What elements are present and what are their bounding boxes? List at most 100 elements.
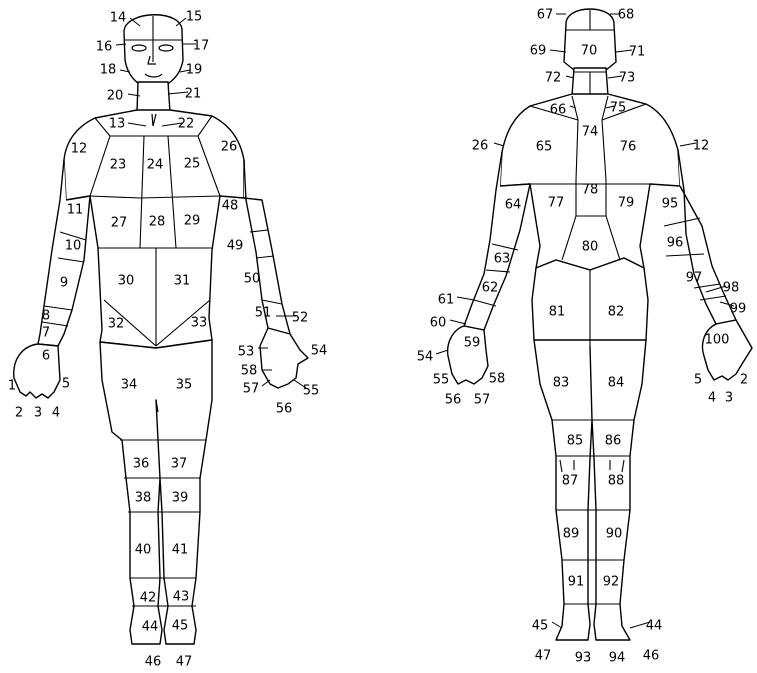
back-region-label-44: 44 (646, 619, 663, 634)
back-figure (436, 9, 752, 640)
back-region-label-81: 81 (549, 305, 566, 320)
front-region-label-39: 39 (172, 491, 189, 506)
front-left-hand (260, 328, 308, 388)
back-region-label-55: 55 (433, 373, 450, 388)
front-region-label-48: 48 (222, 199, 239, 214)
front-region-label-58: 58 (241, 364, 258, 379)
front-region-label-51: 51 (255, 306, 272, 321)
back-region-label-64: 64 (505, 198, 522, 213)
back-region-label-99: 99 (730, 302, 747, 317)
front-region-label-43: 43 (173, 590, 190, 605)
back-region-label-46: 46 (643, 649, 660, 664)
front-region-label-52: 52 (292, 311, 309, 326)
front-region-label-17: 17 (193, 39, 210, 54)
back-region-label-83: 83 (553, 376, 570, 391)
front-region-label-4: 4 (52, 406, 60, 421)
back-right-arm (678, 150, 736, 324)
front-region-label-6: 6 (42, 349, 50, 364)
back-region-label-85: 85 (567, 434, 584, 449)
front-region-label-30: 30 (118, 274, 135, 289)
back-region-label-63: 63 (494, 252, 511, 267)
back-region-label-69: 69 (530, 44, 547, 59)
front-region-label-33: 33 (191, 316, 208, 331)
front-region-label-3: 3 (34, 406, 42, 421)
back-region-label-59: 59 (464, 336, 481, 351)
back-region-label-75: 75 (610, 101, 627, 116)
back-region-label-94: 94 (609, 651, 626, 666)
back-region-label-90: 90 (606, 527, 623, 542)
front-region-label-37: 37 (171, 457, 188, 472)
back-region-label-100: 100 (705, 333, 730, 348)
back-region-label-92: 92 (603, 575, 620, 590)
back-region-label-78: 78 (582, 183, 599, 198)
front-region-label-35: 35 (176, 378, 193, 393)
back-region-label-97: 97 (686, 271, 703, 286)
front-neck (137, 82, 170, 112)
back-region-label-89: 89 (563, 527, 580, 542)
front-region-label-16: 16 (96, 40, 113, 55)
back-region-label-66: 66 (550, 103, 567, 118)
back-region-label-70: 70 (581, 44, 598, 59)
front-region-label-21: 21 (185, 87, 202, 102)
back-region-label-2: 2 (740, 373, 748, 388)
front-region-label-18: 18 (100, 63, 117, 78)
front-region-label-31: 31 (174, 274, 191, 289)
front-region-label-49: 49 (227, 239, 244, 254)
front-figure (14, 15, 308, 644)
front-region-label-41: 41 (172, 543, 189, 558)
front-region-label-54: 54 (311, 344, 328, 359)
front-region-label-8: 8 (42, 309, 50, 324)
back-region-label-76: 76 (620, 140, 637, 155)
front-region-label-22: 22 (178, 117, 195, 132)
front-region-label-34: 34 (121, 378, 138, 393)
front-region-label-26: 26 (221, 140, 238, 155)
back-region-label-4: 4 (708, 391, 716, 406)
front-region-label-12: 12 (71, 142, 88, 157)
front-region-label-20: 20 (107, 89, 124, 104)
front-region-label-47: 47 (176, 655, 193, 669)
front-region-label-9: 9 (60, 276, 68, 291)
back-region-label-91: 91 (568, 575, 585, 590)
back-region-label-95: 95 (662, 197, 679, 212)
front-region-label-38: 38 (135, 491, 152, 506)
back-region-label-84: 84 (608, 376, 625, 391)
back-region-label-58: 58 (489, 372, 506, 387)
front-region-label-19: 19 (186, 63, 203, 78)
back-region-label-86: 86 (605, 434, 622, 449)
front-right-hand (14, 344, 60, 398)
back-region-label-67: 67 (537, 8, 554, 23)
back-region-label-98: 98 (723, 281, 740, 296)
front-region-label-14: 14 (110, 11, 127, 26)
front-region-label-29: 29 (184, 214, 201, 229)
back-region-label-26: 26 (472, 139, 489, 154)
front-region-label-46: 46 (145, 655, 162, 669)
back-region-label-96: 96 (667, 236, 684, 251)
back-region-label-87: 87 (562, 474, 579, 489)
back-region-label-3: 3 (725, 391, 733, 406)
front-region-label-11: 11 (67, 203, 84, 218)
back-region-label-12: 12 (693, 139, 710, 154)
back-region-label-93: 93 (575, 651, 592, 666)
back-region-label-79: 79 (618, 196, 635, 211)
back-region-label-57: 57 (474, 393, 491, 408)
front-region-label-2: 2 (15, 406, 23, 421)
front-region-label-50: 50 (244, 272, 261, 287)
back-region-label-62: 62 (482, 281, 499, 296)
back-legs (534, 340, 646, 640)
back-region-label-73: 73 (619, 71, 636, 86)
front-region-label-5: 5 (62, 377, 70, 392)
back-region-label-54: 54 (417, 350, 434, 365)
back-region-label-56: 56 (445, 393, 462, 408)
back-region-label-74: 74 (582, 125, 599, 140)
front-region-label-27: 27 (111, 216, 128, 231)
front-region-label-32: 32 (108, 317, 125, 332)
front-region-label-24: 24 (147, 158, 164, 173)
back-region-label-5: 5 (694, 373, 702, 388)
front-region-label-15: 15 (186, 10, 203, 25)
back-region-label-61: 61 (438, 293, 455, 308)
back-right-hand (703, 320, 753, 380)
front-region-label-56: 56 (276, 402, 293, 417)
back-region-label-45: 45 (532, 619, 549, 634)
